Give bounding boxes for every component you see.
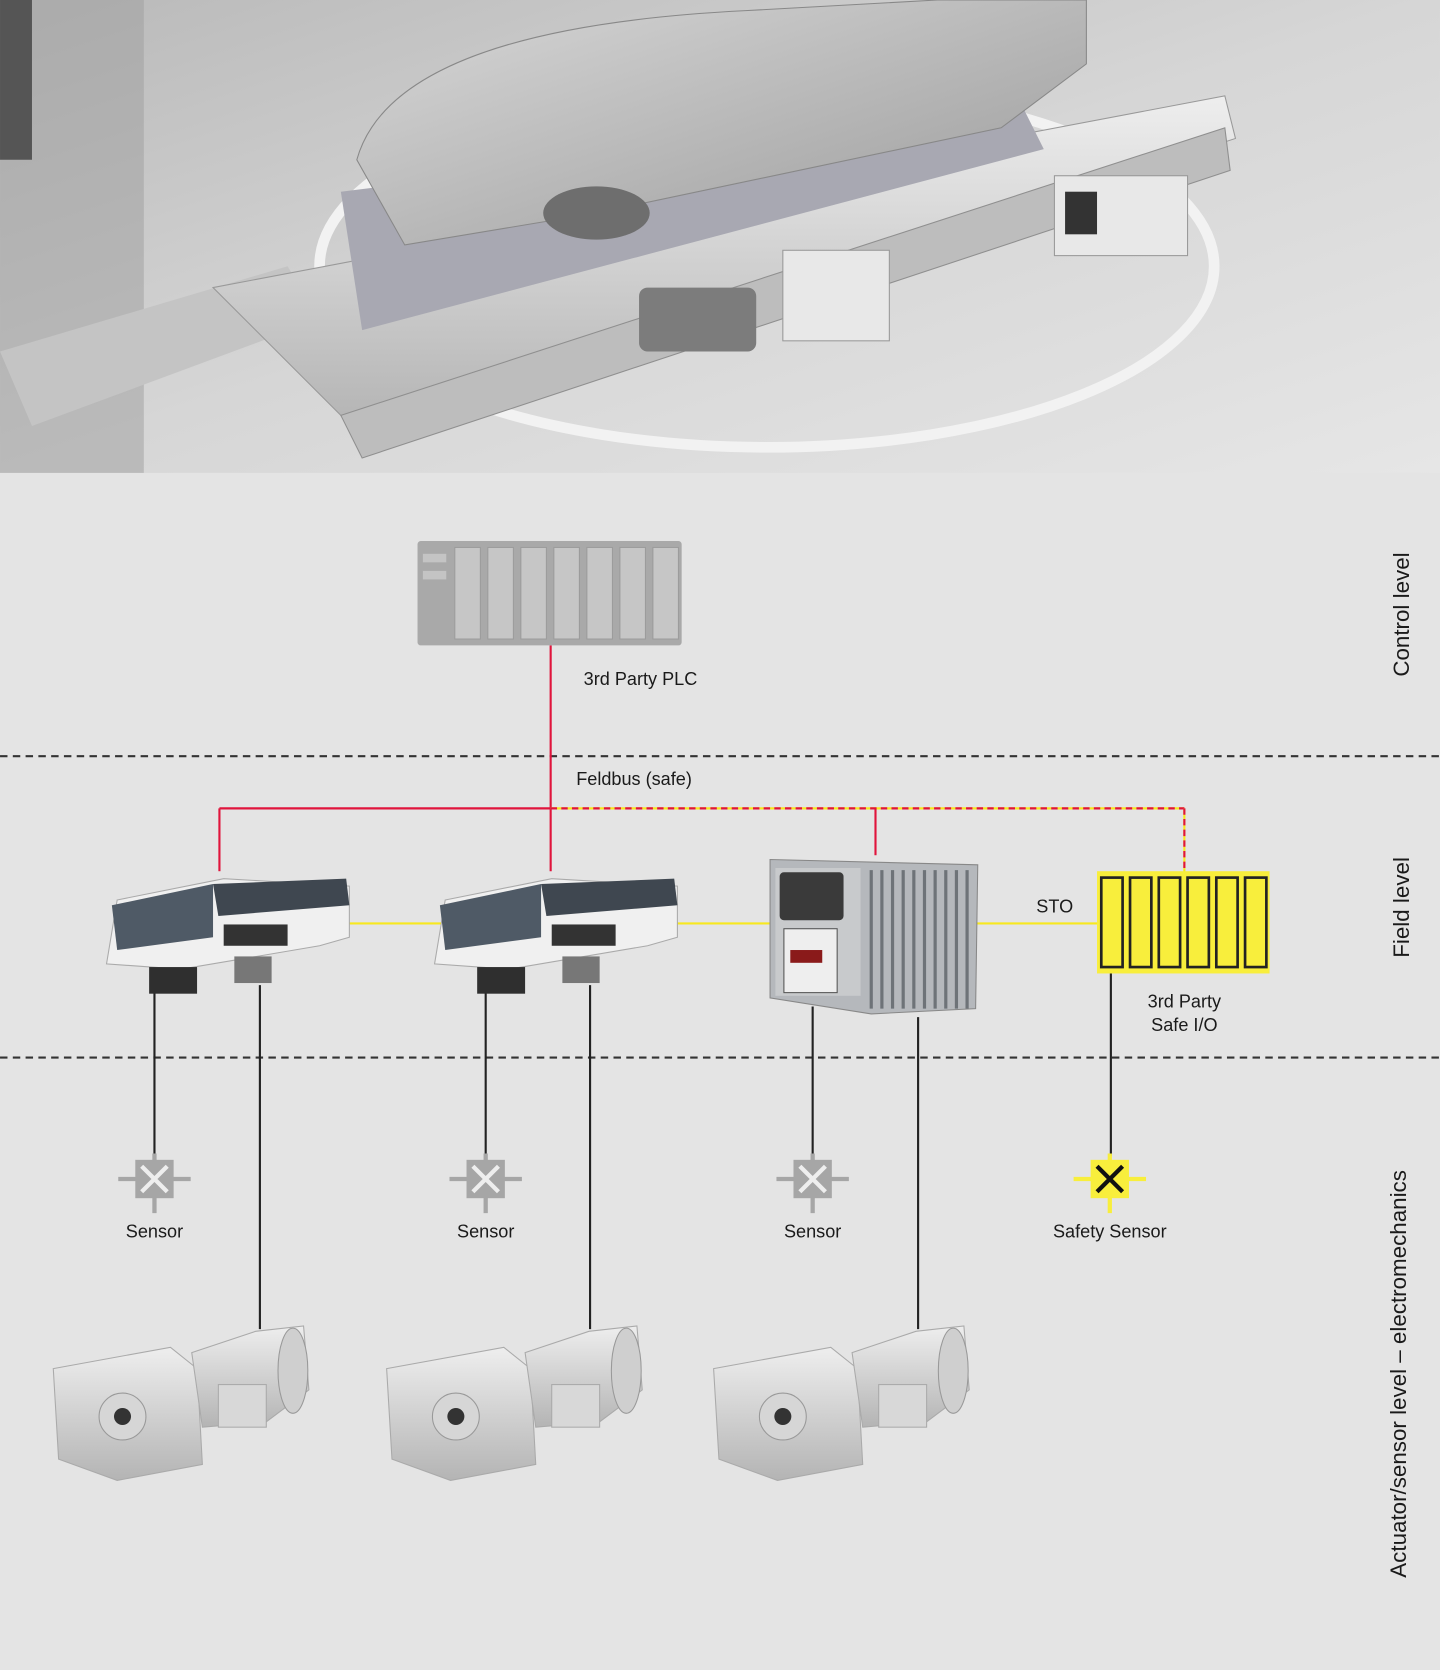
sto-label: STO xyxy=(1036,897,1073,917)
safe-io-label-line2: Safe I/O xyxy=(1151,1015,1217,1035)
sensor-label: Sensor xyxy=(784,1222,841,1242)
production-line-photo xyxy=(0,0,1440,473)
geared-motor-3[interactable] xyxy=(713,1325,970,1481)
safe-io-label-line1: 3rd Party xyxy=(1148,992,1222,1012)
sensor-icon[interactable] xyxy=(776,1153,849,1214)
drive-unit-1[interactable] xyxy=(105,878,350,994)
drive-unit-2[interactable] xyxy=(433,878,678,994)
plc-rack[interactable] xyxy=(417,541,682,646)
fieldbus-label: Feldbus (safe) xyxy=(576,769,692,789)
actuator-level-label: Actuator/sensor level – electromechanics xyxy=(1386,1170,1411,1578)
sensor-icon[interactable] xyxy=(449,1153,522,1214)
inverter-drive[interactable] xyxy=(769,858,979,1015)
control-level-label: Control level xyxy=(1389,552,1414,676)
geared-motor-1[interactable] xyxy=(52,1325,310,1481)
field-level-label: Field level xyxy=(1389,857,1414,958)
geared-motor-2[interactable] xyxy=(386,1325,643,1481)
sensor-label: Sensor xyxy=(126,1222,183,1242)
sensor-icon[interactable] xyxy=(118,1153,191,1214)
safe-io-module[interactable] xyxy=(1097,871,1270,974)
fieldbus-lines xyxy=(218,645,1186,874)
safety-sensor-label: Safety Sensor xyxy=(1053,1222,1167,1242)
safety-sensor-icon[interactable] xyxy=(1073,1153,1147,1214)
plc-label: 3rd Party PLC xyxy=(584,669,698,689)
signal-wires xyxy=(153,973,1112,1330)
sensor-label: Sensor xyxy=(457,1222,514,1242)
